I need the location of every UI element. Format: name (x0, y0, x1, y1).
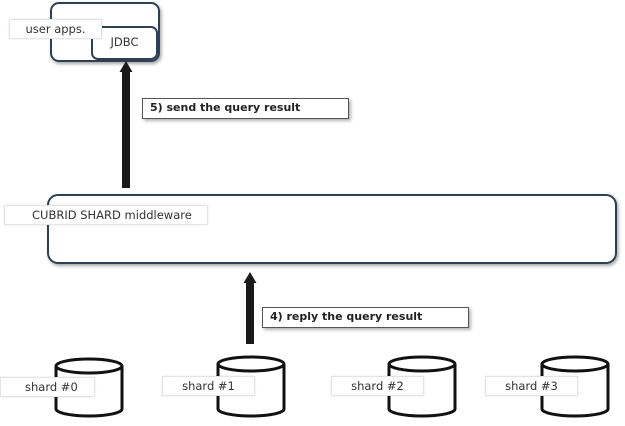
shard-1-label: shard #1 (162, 376, 255, 396)
shard-2-label: shard #2 (331, 376, 424, 396)
arrow-up-to-middleware (243, 272, 257, 344)
step-5-label: 5) send the query result (142, 98, 349, 119)
jdbc-box (91, 26, 158, 60)
shard-0-label: shard #0 (0, 377, 95, 397)
arrow-up-to-client (119, 61, 133, 188)
user-apps-label: user apps. (9, 19, 102, 39)
middleware-label: CUBRID SHARD middleware (4, 205, 208, 225)
shard-3-label: shard #3 (485, 376, 578, 396)
jdbc-label: JDBC (110, 35, 139, 49)
step-4-label: 4) reply the query result (262, 307, 469, 328)
